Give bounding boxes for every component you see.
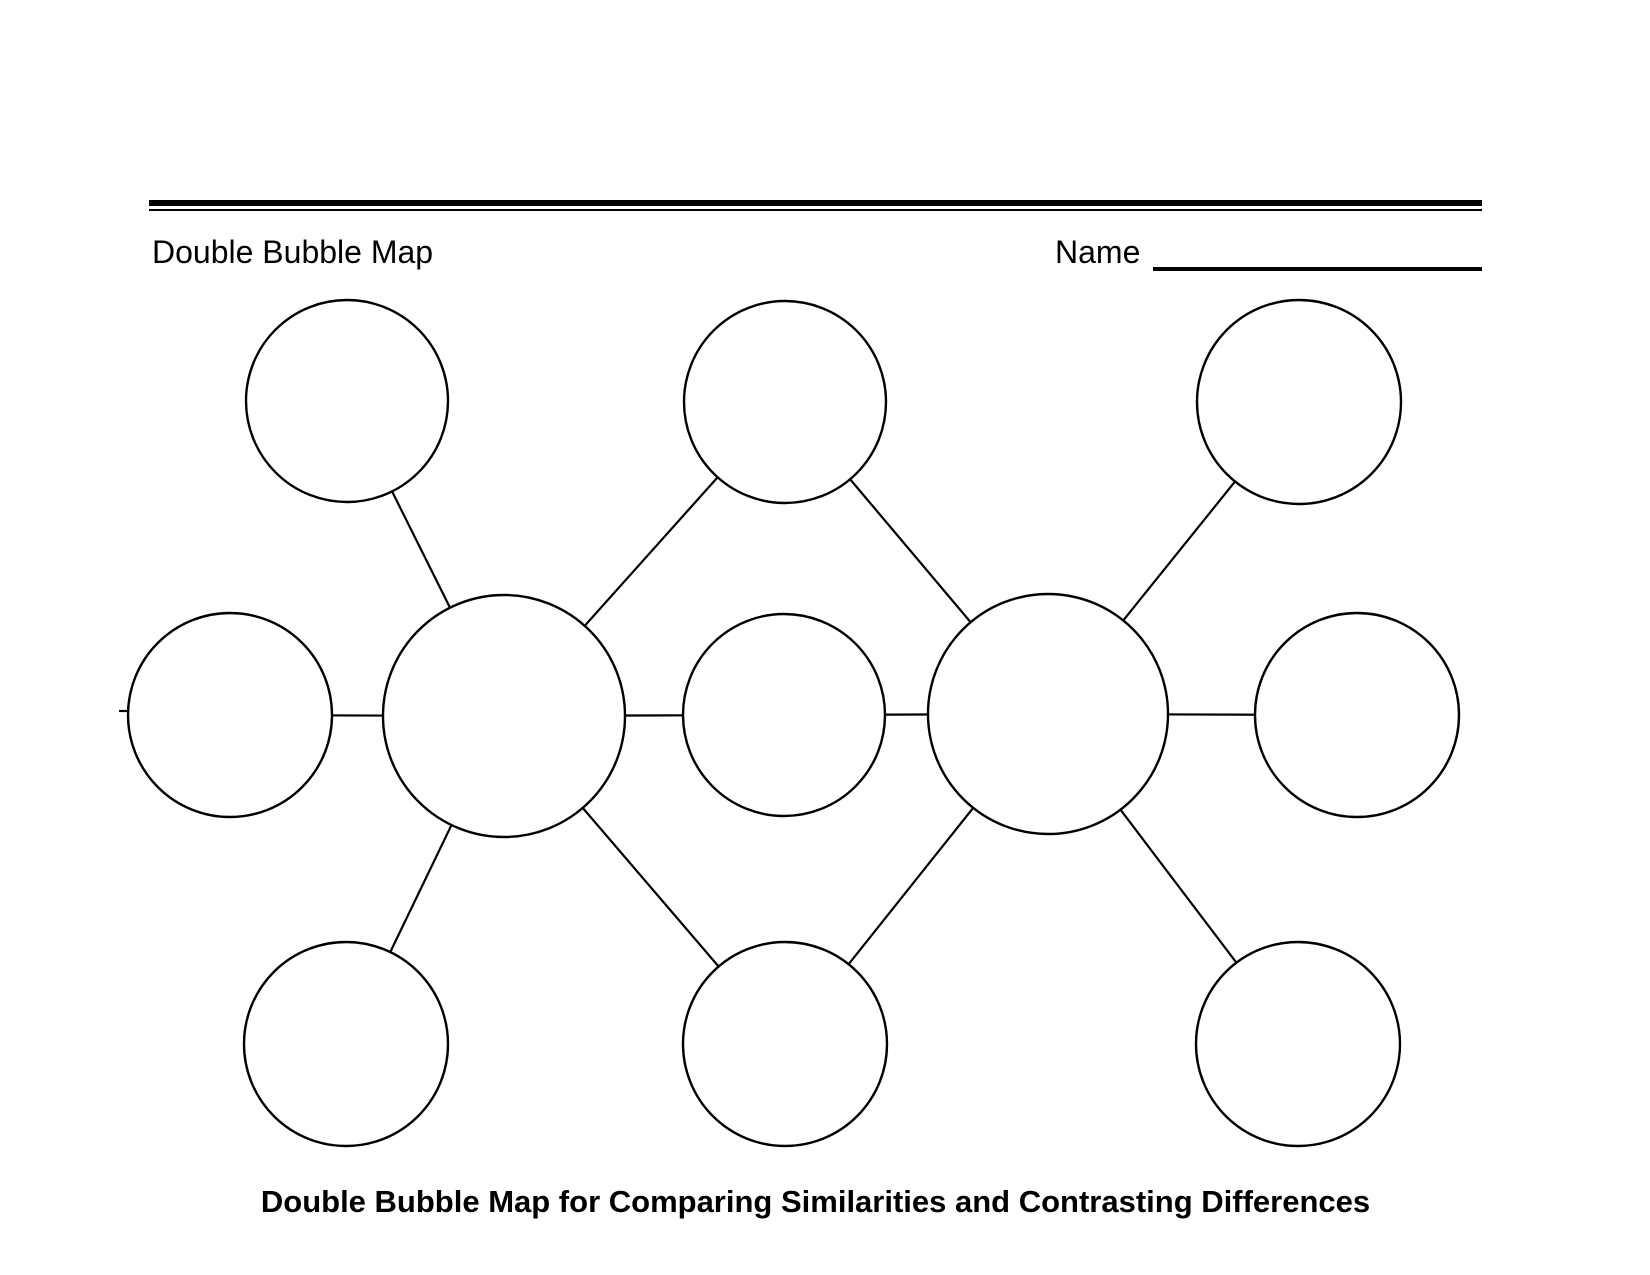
caption: Double Bubble Map for Comparing Similari… (260, 1184, 1371, 1219)
name-label: Name (1055, 234, 1141, 270)
bubble-mid-left (126, 611, 334, 819)
bubble-mid-right (1253, 611, 1461, 819)
bubble-top-center (682, 299, 888, 505)
bubble-top-left (244, 298, 450, 504)
header-rule-thick (149, 200, 1482, 206)
page-title: Double Bubble Map (152, 234, 434, 270)
bubble-bottom-center (681, 940, 889, 1148)
bubble-top-right (1195, 298, 1403, 506)
bubble-hub-left (381, 593, 627, 839)
name-underline (1153, 267, 1482, 271)
bubble-bottom-right (1194, 940, 1402, 1148)
bubble-mid-center (681, 612, 887, 818)
bubble-hub-right (926, 592, 1170, 836)
header-rule-thin (149, 209, 1482, 211)
bubble-bottom-left (242, 940, 450, 1148)
